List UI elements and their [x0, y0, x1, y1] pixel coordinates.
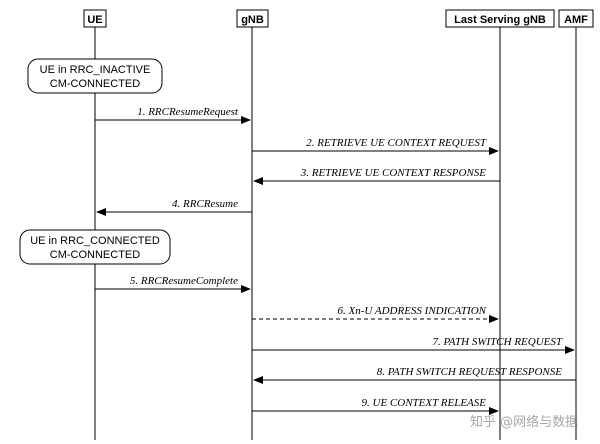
message-9: 9. UE CONTEXT RELEASE — [252, 397, 499, 415]
ue-label: UE — [87, 14, 102, 26]
message-4-label: 4. RRCResume — [172, 198, 238, 210]
messages: 1. RRCResumeRequest 2. RETRIEVE UE CONTEX… — [95, 106, 576, 415]
message-5-label: 5. RRCResumeComplete — [130, 275, 238, 287]
message-2-arrowhead — [489, 147, 499, 155]
state-boxes: UE in RRC_INACTIVE CM-CONNECTED UE in RR… — [19, 58, 171, 265]
message-4: 4. RRCResume — [96, 198, 252, 216]
message-9-arrowhead — [489, 407, 499, 415]
message-1: 1. RRCResumeRequest — [95, 106, 251, 124]
message-2: 2. RETRIEVE UE CONTEXT REQUEST — [252, 137, 499, 155]
state-connected-line-2: CM-CONNECTED — [50, 249, 140, 261]
message-8: 8. PATH SWITCH REQUEST RESPONSE — [253, 366, 576, 384]
message-8-arrowhead — [253, 376, 263, 384]
state-connected-line-1: UE in RRC_CONNECTED — [30, 235, 160, 247]
message-1-arrowhead — [241, 116, 251, 124]
watermark-text: 知乎 @网络与数据 — [470, 414, 578, 430]
message-6-label: 6. Xn-U ADDRESS INDICATION — [338, 305, 487, 317]
message-4-arrowhead — [96, 208, 106, 216]
message-6: 6. Xn-U ADDRESS INDICATION — [252, 305, 499, 323]
message-9-label: 9. UE CONTEXT RELEASE — [362, 397, 487, 409]
message-5-arrowhead — [241, 285, 251, 293]
message-6-arrowhead — [489, 315, 499, 323]
gnb-label: gNB — [241, 14, 264, 26]
message-2-label: 2. RETRIEVE UE CONTEXT REQUEST — [306, 137, 487, 149]
message-1-label: 1. RRCResumeRequest — [137, 106, 239, 118]
message-5: 5. RRCResumeComplete — [95, 275, 251, 293]
message-3-arrowhead — [253, 177, 263, 185]
state-inactive-line-2: CM-CONNECTED — [50, 78, 140, 90]
message-7: 7. PATH SWITCH REQUEST — [252, 336, 575, 354]
state-inactive-line-1: UE in RRC_INACTIVE — [40, 64, 151, 76]
entity-headers: UE gNB Last Serving gNB AMF — [83, 9, 594, 28]
state-box-connected — [19, 229, 171, 265]
last-serving-gnb-label: Last Serving gNB — [454, 14, 546, 26]
amf-label: AMF — [564, 14, 588, 26]
state-box-inactive — [27, 58, 163, 94]
message-3: 3. RETRIEVE UE CONTEXT RESPONSE — [253, 167, 500, 185]
message-7-label: 7. PATH SWITCH REQUEST — [432, 336, 562, 348]
message-3-label: 3. RETRIEVE UE CONTEXT RESPONSE — [300, 167, 487, 179]
message-8-label: 8. PATH SWITCH REQUEST RESPONSE — [377, 366, 563, 378]
message-7-arrowhead — [565, 346, 575, 354]
